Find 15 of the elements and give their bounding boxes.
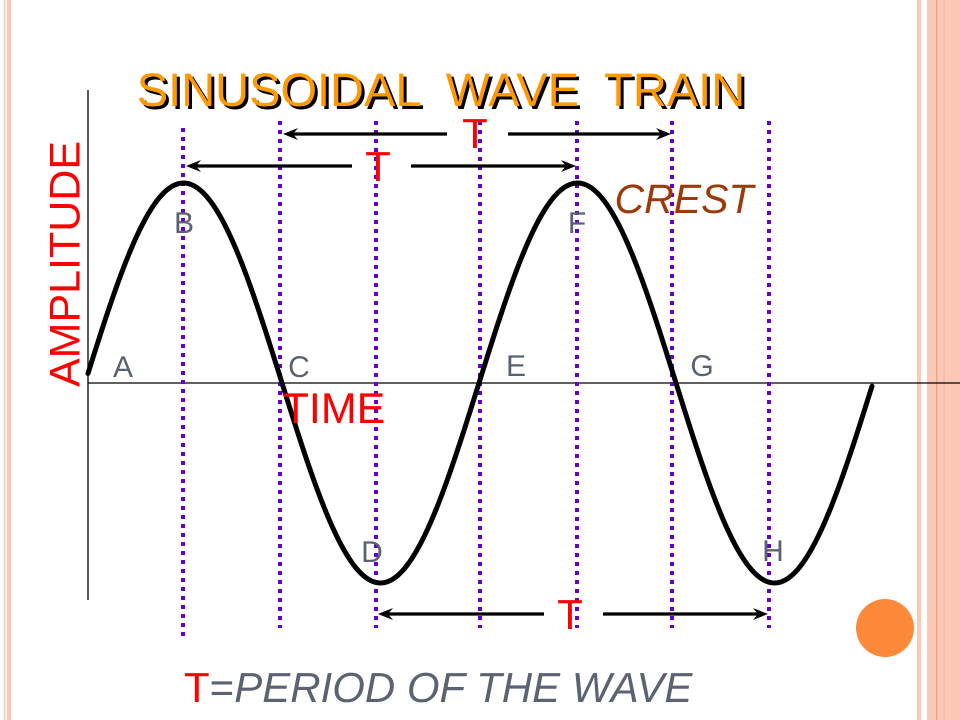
period-label: T [557, 594, 583, 636]
point-label: A [113, 353, 133, 384]
point-label: C [288, 353, 310, 384]
point-label: G [690, 352, 714, 382]
axis-label: AMPLITUDE [44, 140, 88, 388]
period-label: T [365, 146, 391, 188]
slide-title: SINUSOIDAL WAVE TRAIN [136, 66, 746, 114]
point-label: F [568, 209, 586, 240]
caption: T=PERIOD OF THE WAVE [184, 666, 692, 709]
point-label: B [174, 209, 194, 240]
crest-label: CREST [614, 178, 754, 220]
point-label: D [361, 538, 383, 568]
period-label: T [462, 112, 488, 155]
point-label: H [762, 537, 784, 568]
point-label: E [506, 352, 526, 382]
